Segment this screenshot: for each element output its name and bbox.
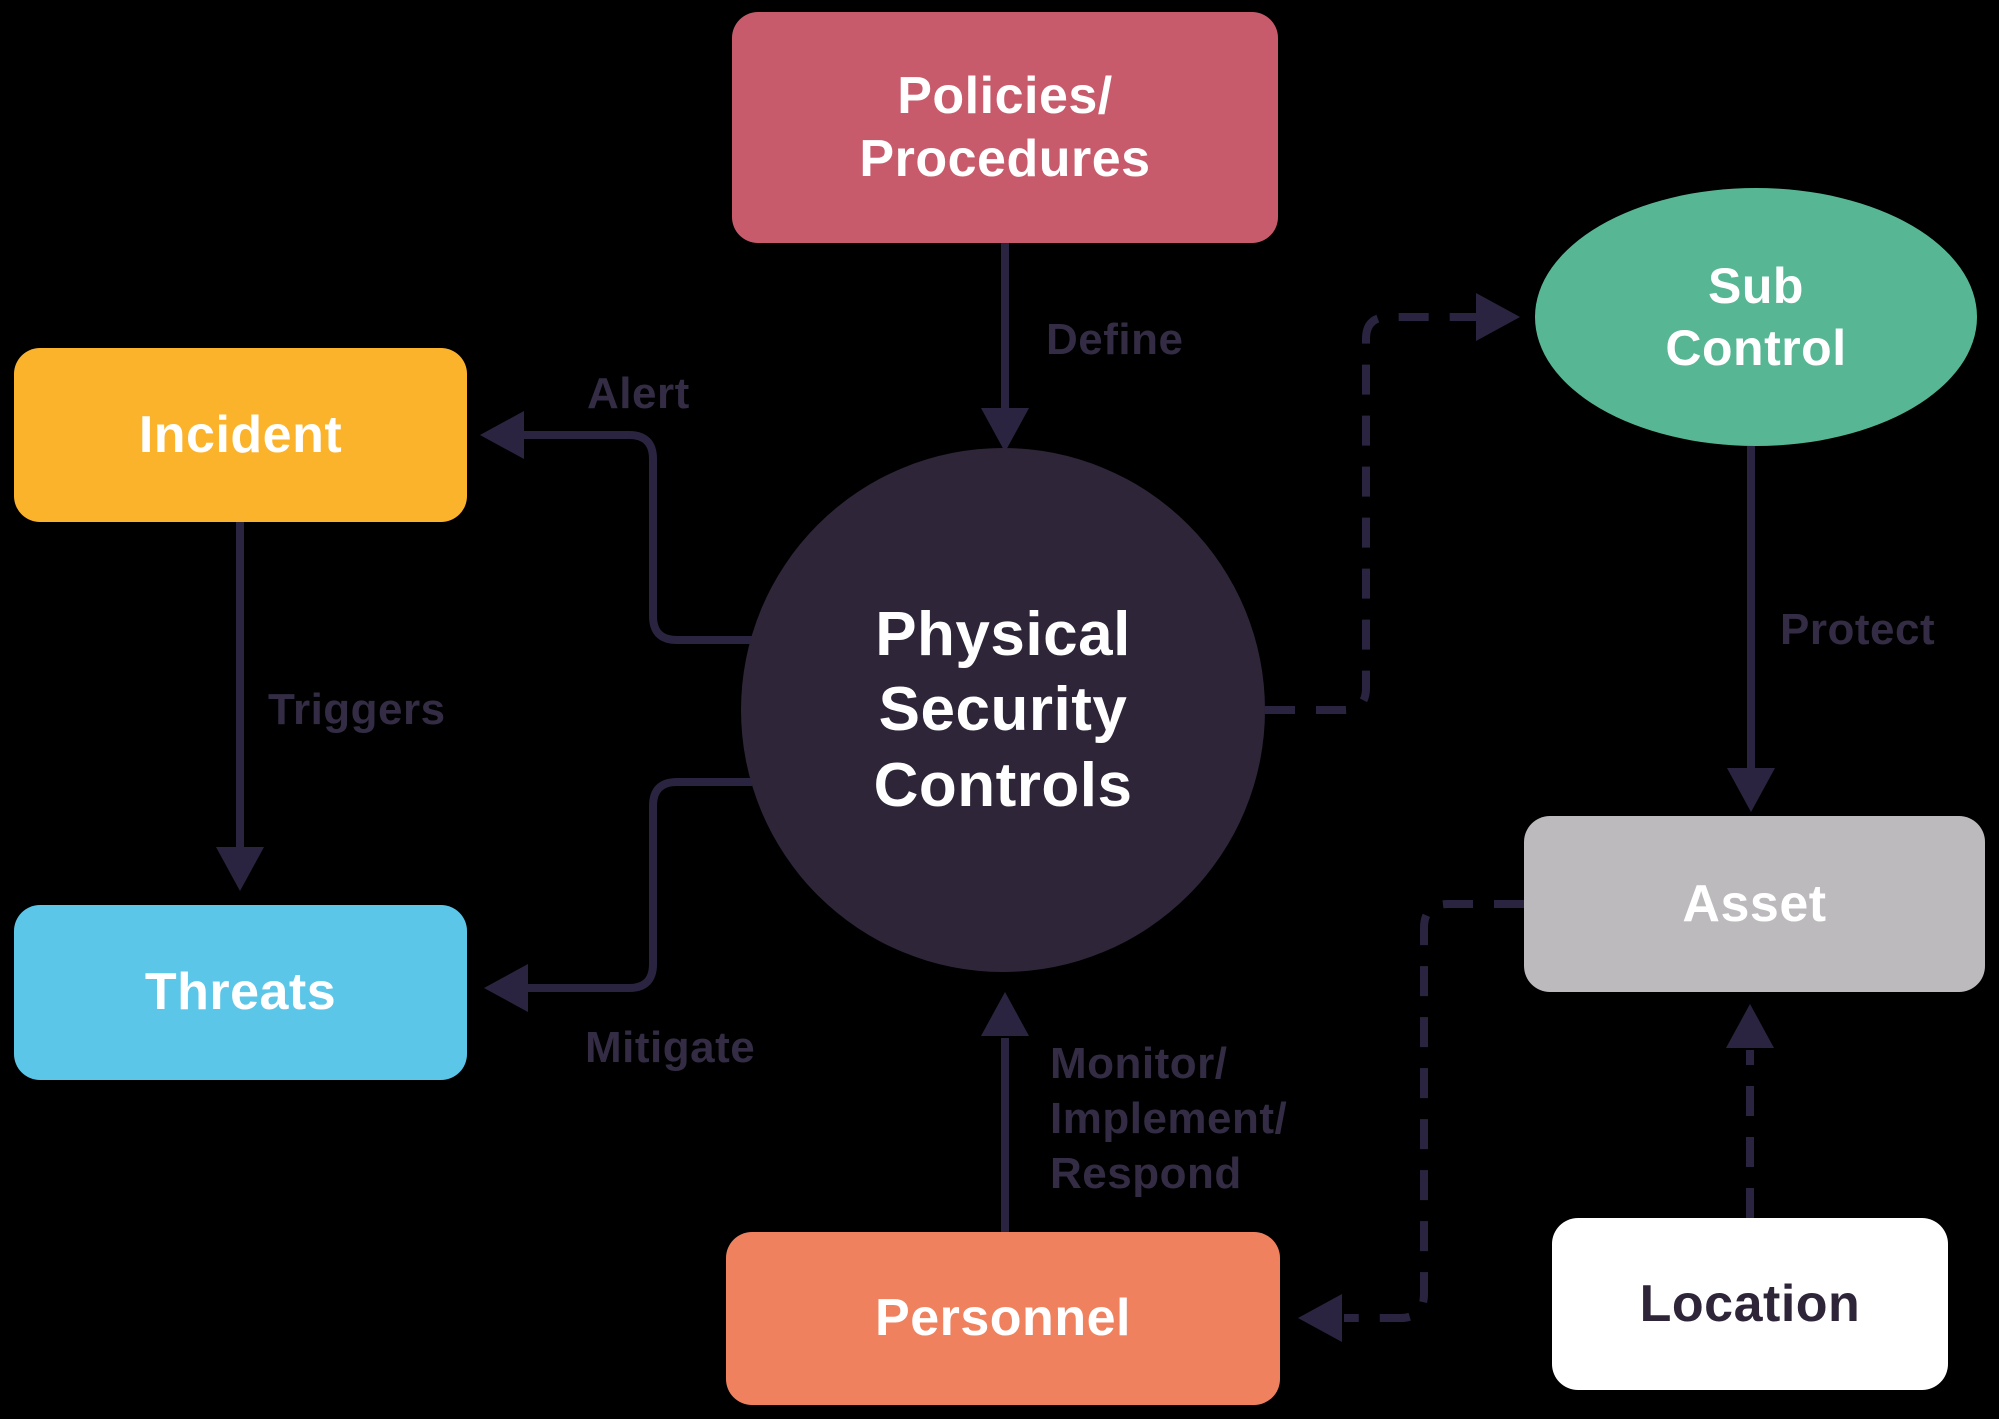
node-threats-label: Threats (144, 963, 337, 1022)
edge-label-triggers: Triggers (268, 685, 446, 734)
node-physical-security-controls: Physical Security Controls (741, 448, 1265, 972)
node-physical-security-controls-label: Physical Security Controls (873, 599, 1133, 820)
edge-monitor-arrowhead (981, 992, 1029, 1036)
node-asset-label: Asset (1682, 874, 1827, 933)
edge-location-link-arrowhead (1726, 1004, 1774, 1048)
edge-protect-arrowhead (1727, 768, 1775, 812)
edge-personnel-link-line (1344, 900, 1524, 1322)
edge-label-monitor: Monitor/ Implement/ Respond (1050, 1039, 1288, 1198)
node-sub-control: Sub Control (1535, 188, 1977, 446)
edge-sub-control-link-line (1265, 313, 1476, 714)
edge-label-define: Define (1046, 315, 1184, 364)
edge-triggers-arrowhead (216, 847, 264, 891)
node-policies-procedures: Policies/ Procedures (732, 12, 1278, 243)
node-incident-label: Incident (138, 405, 343, 464)
edge-alert-line (524, 431, 752, 644)
node-policies-procedures-label: Policies/ Procedures (859, 67, 1151, 188)
node-asset: Asset (1524, 816, 1985, 992)
node-personnel: Personnel (726, 1232, 1280, 1405)
node-location: Location (1552, 1218, 1948, 1390)
edge-label-mitigate: Mitigate (585, 1023, 756, 1072)
edge-sub-control-link-arrowhead (1476, 293, 1520, 341)
edge-alert-arrowhead (480, 411, 524, 459)
node-location-label: Location (1639, 1274, 1861, 1333)
edge-mitigate-line (528, 778, 752, 992)
node-incident: Incident (14, 348, 467, 522)
node-personnel-label: Personnel (875, 1289, 1131, 1348)
edge-mitigate-arrowhead (484, 964, 528, 1012)
node-sub-control-label: Sub Control (1665, 257, 1847, 377)
node-threats: Threats (14, 905, 467, 1080)
edge-define-arrowhead (981, 408, 1029, 452)
edge-personnel-link-arrowhead (1298, 1294, 1342, 1342)
edge-label-alert: Alert (587, 369, 690, 418)
edge-label-protect: Protect (1780, 605, 1936, 654)
